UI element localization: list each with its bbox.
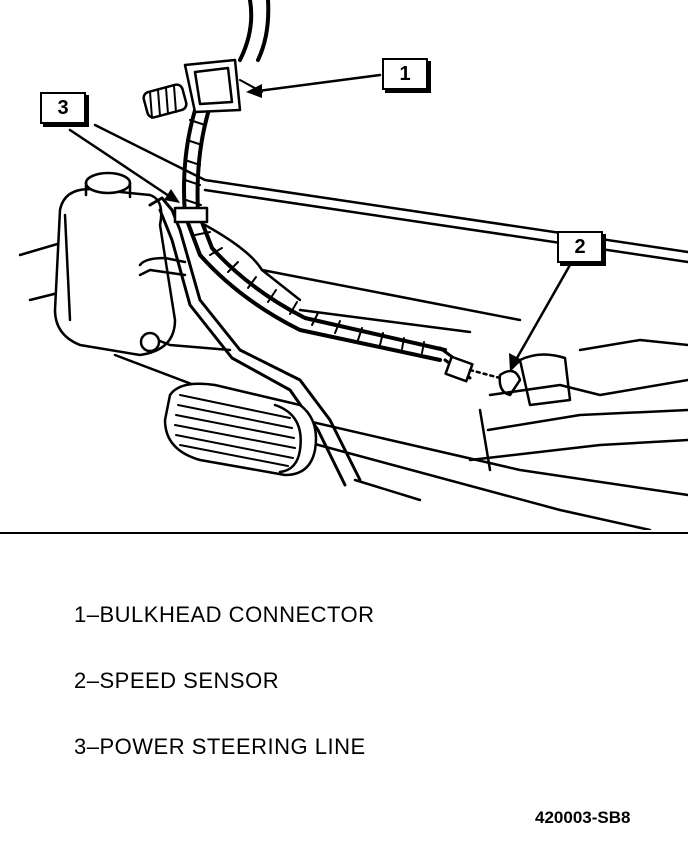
- air-intake-duct: [163, 382, 318, 477]
- legend-item-bulkhead-connector: 1–BULKHEAD CONNECTOR: [74, 602, 375, 627]
- leader-arrowheads: [164, 84, 522, 372]
- power-steering-reservoir: [53, 171, 232, 357]
- engine-bay-illustration: [18, 0, 688, 530]
- callout-leader-lines: [68, 73, 572, 367]
- figure-code: 420003-SB8: [535, 808, 631, 827]
- divider-line: [0, 532, 688, 534]
- speed-sensor-housing: [468, 338, 688, 472]
- bulkhead-connector: [142, 58, 263, 119]
- wiring-harness: [173, 0, 502, 383]
- power-steering-line: [148, 196, 362, 487]
- legend-item-speed-sensor: 2–SPEED SENSOR: [74, 668, 280, 693]
- callout-1: 1: [382, 58, 428, 90]
- body-panel-lines: [18, 123, 688, 530]
- callout-3: 3: [40, 92, 86, 124]
- callout-2: 2: [557, 231, 603, 263]
- legend-item-power-steering-line: 3–POWER STEERING LINE: [74, 734, 366, 759]
